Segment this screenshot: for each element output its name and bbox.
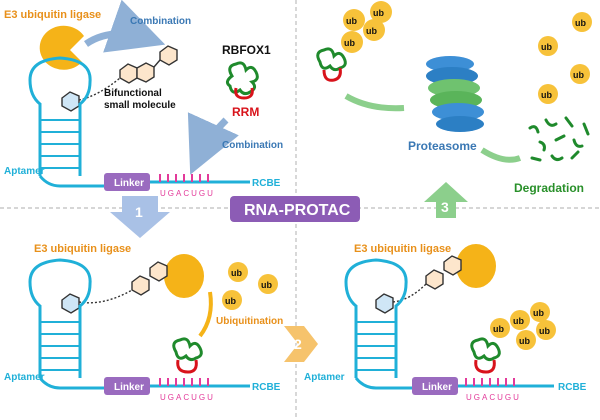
ub-label-16: ub xyxy=(539,326,550,336)
ub-label-8: ub xyxy=(541,90,552,100)
linker-label-2: Linker xyxy=(114,382,144,393)
rcbe-label-3: RCBE xyxy=(558,382,587,393)
ub-label-5: ub xyxy=(541,42,552,52)
bifunctional-label-1: Bifunctional xyxy=(104,88,162,99)
rbfox1-bound-icon-1 xyxy=(172,337,203,362)
e3-ligase-label-bottom-left: E3 ubiquitin ligase xyxy=(34,243,131,255)
ub-label-1: ub xyxy=(346,16,357,26)
linker-box-2 xyxy=(104,377,150,395)
bifunctional-molecule-bound-1 xyxy=(61,261,168,314)
rrm-loop-bound-icon-2 xyxy=(474,359,496,374)
to-degradation-arrow xyxy=(480,147,522,163)
rbfox1-bound-icon-2 xyxy=(470,337,501,362)
linker-box-1 xyxy=(104,173,150,191)
ub-label-12: ub xyxy=(493,324,504,334)
e3-ligase-label-top: E3 ubiquitin ligase xyxy=(4,9,101,21)
rrm-label: RRM xyxy=(232,105,259,119)
ub-label-7: ub xyxy=(573,70,584,80)
ub-free-bottom-left xyxy=(222,262,278,310)
diagram-title: RNA-PROTAC xyxy=(244,202,351,219)
aptamer-label-2: Aptamer xyxy=(4,372,45,383)
linker-box-3 xyxy=(412,377,458,395)
step-3-label: 3 xyxy=(441,199,449,215)
step-3-arrow xyxy=(424,182,468,218)
combination-arrow-2 xyxy=(187,112,239,175)
ubiquitination-arrow xyxy=(198,291,213,338)
ub-label-11: ub xyxy=(225,296,236,306)
rrm-loop-icon xyxy=(234,87,254,100)
ub-label-14: ub xyxy=(533,308,544,318)
ubiquitination-label: Ubiquitination xyxy=(216,316,283,327)
rcbe-label-1: RCBE xyxy=(252,178,281,189)
aptamer-label-3: Aptamer xyxy=(304,372,345,383)
e3-ligase-icon xyxy=(39,25,84,70)
proteasome-label: Proteasome xyxy=(408,139,477,153)
ub-label-10: ub xyxy=(261,280,272,290)
ub-chain-bottom-right xyxy=(490,302,556,350)
ub-label-13: ub xyxy=(513,316,524,326)
rcbe-bars-2 xyxy=(159,378,209,386)
combination-label-2: Combination xyxy=(222,140,283,151)
combination-label-1: Combination xyxy=(130,16,191,27)
rbfox1-protein-top-icon xyxy=(316,47,347,72)
rrm-loop-top-icon xyxy=(322,67,342,82)
bifunctional-molecule-bound-2 xyxy=(375,255,462,314)
aptamer-structure xyxy=(28,56,104,188)
rcbe-bars-1 xyxy=(159,174,209,182)
ub-label-3: ub xyxy=(344,38,355,48)
rbfox1-protein-icon xyxy=(225,61,259,96)
proteasome-icon xyxy=(426,56,484,132)
degraded-fragments-icon xyxy=(528,116,590,162)
sequence-label-3: UGACUGU xyxy=(466,393,521,402)
ub-label-9: ub xyxy=(231,268,242,278)
step-1-arrow xyxy=(110,196,170,238)
rrm-loop-bound-icon-1 xyxy=(176,359,198,374)
bifunctional-molecule-icon xyxy=(61,45,178,112)
aptamer-label-1: Aptamer xyxy=(4,166,45,177)
aptamer-structure-2 xyxy=(28,258,104,390)
bifunctional-label-2: small molecule xyxy=(104,100,176,111)
ub-free-top xyxy=(538,12,592,104)
degradation-label: Degradation xyxy=(514,181,584,195)
e3-ligase-label-bottom-right: E3 ubiquitin ligase xyxy=(354,243,451,255)
ub-label-4: ub xyxy=(373,8,384,18)
ub-label-6: ub xyxy=(575,18,586,28)
combination-arrow-1 xyxy=(84,0,166,53)
step-1-label: 1 xyxy=(135,204,143,220)
linker-label-3: Linker xyxy=(422,382,452,393)
step-2-label: 2 xyxy=(294,336,302,352)
to-proteasome-arrow xyxy=(344,93,405,112)
rcbe-label-2: RCBE xyxy=(252,382,281,393)
ub-chain-top xyxy=(341,1,392,53)
linker-label-1: Linker xyxy=(114,178,144,189)
ub-label-15: ub xyxy=(519,336,530,346)
ub-label-2: ub xyxy=(366,26,377,36)
sequence-label-1: UGACUGU xyxy=(160,189,215,198)
aptamer-structure-3 xyxy=(344,258,412,390)
rbfox1-label: RBFOX1 xyxy=(222,43,271,57)
rcbe-bars-3 xyxy=(465,378,515,386)
e3-ligase-bound-icon-1 xyxy=(164,254,204,298)
e3-ligase-bound-icon-2 xyxy=(456,244,496,288)
step-2-arrow xyxy=(284,326,318,362)
title-banner xyxy=(230,196,360,222)
sequence-label-2: UGACUGU xyxy=(160,393,215,402)
